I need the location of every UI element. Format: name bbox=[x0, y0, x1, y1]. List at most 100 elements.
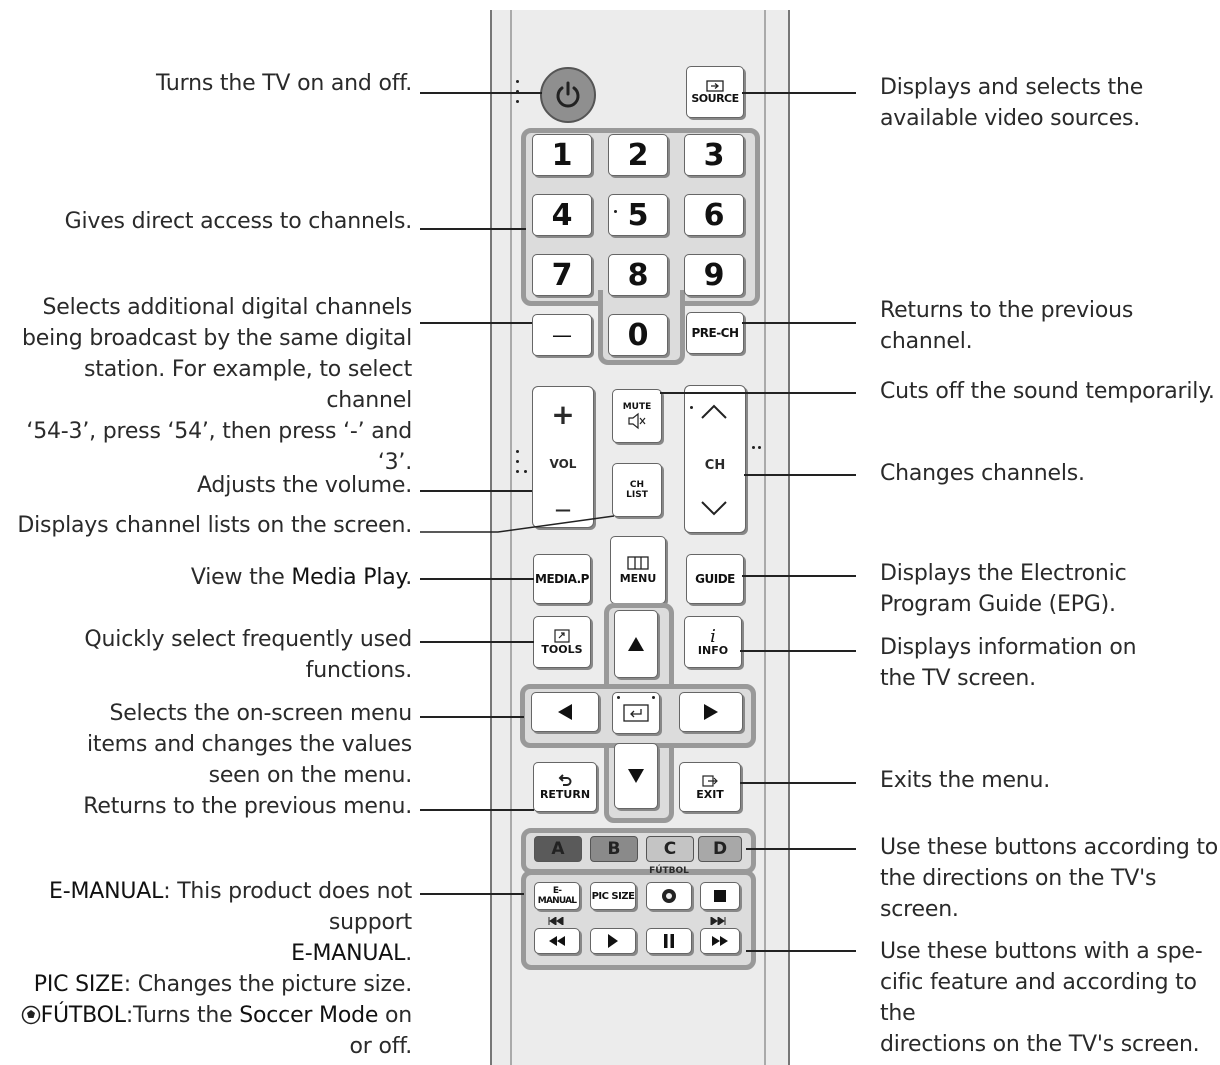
rewind-button[interactable] bbox=[534, 928, 580, 954]
exit-button[interactable]: EXIT bbox=[679, 762, 741, 812]
menu-button[interactable]: MENU bbox=[610, 536, 666, 604]
digit-2-key[interactable]: 2 bbox=[608, 134, 668, 176]
source-button[interactable]: SOURCE bbox=[686, 66, 744, 118]
emanual-annotation-suffix: . bbox=[405, 941, 412, 966]
color-button-b[interactable]: B bbox=[590, 836, 638, 862]
e-manual-button[interactable]: E-MANUAL bbox=[534, 882, 580, 910]
mute-button[interactable]: MUTE bbox=[612, 389, 662, 443]
info-icon: i bbox=[710, 626, 716, 647]
power-annotation-text: Turns the TV on and off. bbox=[156, 71, 412, 96]
dpad-down-button[interactable] bbox=[614, 743, 658, 809]
media-annotation: View the Media Play. bbox=[191, 562, 412, 593]
emanual-annotation-line-2: E-MANUAL. bbox=[0, 938, 412, 969]
media-annotation-suffix: . bbox=[405, 565, 412, 590]
leader-line-numbers bbox=[420, 228, 526, 230]
media-play-button[interactable]: MEDIA.P bbox=[533, 554, 591, 604]
return-icon bbox=[558, 774, 572, 786]
dash-annotation-line-1: Selects additional digital channels bbox=[42, 295, 413, 320]
info-annotation-line-2: the TV screen. bbox=[880, 666, 1036, 691]
mute-annotation-text: Cuts off the sound temporarily. bbox=[880, 379, 1215, 404]
dash-key[interactable]: — bbox=[532, 314, 592, 356]
dpad-left-button[interactable] bbox=[531, 692, 599, 732]
volume-label: VOL bbox=[549, 457, 577, 471]
soccer-ball-icon bbox=[662, 889, 676, 903]
digit-0-key[interactable]: 0 bbox=[608, 314, 668, 356]
source-label: SOURCE bbox=[691, 91, 739, 105]
exit-annotation: Exits the menu. bbox=[880, 765, 1050, 796]
channel-down-icon bbox=[701, 501, 727, 516]
media-controls-annotation-line-1: Use these buttons with a spe- bbox=[880, 939, 1203, 964]
futbol-annotation-text: :Turns the bbox=[125, 1003, 240, 1028]
guide-button[interactable]: GUIDE bbox=[686, 554, 744, 604]
prech-annotation: Returns to the previous channel. bbox=[880, 295, 1220, 357]
source-icon bbox=[706, 79, 724, 92]
volume-dot bbox=[516, 470, 519, 473]
leader-line-guide bbox=[742, 575, 856, 577]
channel-dot bbox=[758, 446, 761, 449]
media-controls-annotation-line-2: cific feature and according to the bbox=[880, 970, 1197, 1026]
digit-6-key[interactable]: 6 bbox=[684, 194, 744, 236]
volume-up-label: + bbox=[551, 398, 575, 431]
media-controls-annotation-line-3: directions on the TV's screen. bbox=[880, 1032, 1200, 1057]
futbol-label: FÚTBOL bbox=[649, 866, 689, 876]
leader-line-color bbox=[746, 848, 856, 850]
remote-rail-right bbox=[764, 10, 766, 1065]
digit-3-key[interactable]: 3 bbox=[684, 134, 744, 176]
futbol-annotation-line-1: FÚTBOL:Turns the Soccer Mode on bbox=[0, 1000, 412, 1031]
leader-line-power bbox=[420, 92, 542, 94]
picsize-annotation-line: PIC SIZE: Changes the picture size. bbox=[0, 969, 412, 1000]
tools-annotation: Quickly select frequently used functions… bbox=[84, 624, 412, 686]
exit-label: EXIT bbox=[696, 788, 724, 801]
play-icon bbox=[608, 934, 618, 948]
digit-8-key[interactable]: 8 bbox=[608, 254, 668, 296]
color-button-d[interactable]: D bbox=[698, 836, 742, 862]
emanual-annotation-label: E-MANUAL bbox=[49, 879, 164, 904]
digit-5-key[interactable]: 5 bbox=[608, 194, 668, 236]
info-button[interactable]: i INFO bbox=[684, 616, 742, 668]
return-annotation-text: Returns to the previous menu. bbox=[83, 794, 412, 819]
dpad-right-button[interactable] bbox=[679, 692, 743, 732]
pre-ch-key[interactable]: PRE-CH bbox=[686, 312, 744, 354]
dpad-enter-button[interactable] bbox=[612, 692, 660, 734]
power-button[interactable] bbox=[540, 67, 596, 123]
tools-button[interactable]: TOOLS bbox=[533, 616, 591, 668]
numbers-annotation-text: Gives direct access to channels. bbox=[64, 209, 413, 234]
digit-5-tactile-dot bbox=[614, 210, 617, 213]
dpad-up-button[interactable] bbox=[614, 610, 658, 678]
color-annotation: Use these buttons according to the direc… bbox=[880, 832, 1220, 925]
soccer-ball-icon bbox=[21, 1005, 40, 1025]
channel-rocker[interactable] bbox=[684, 385, 746, 533]
volume-rocker[interactable] bbox=[532, 386, 594, 528]
fast-forward-button[interactable] bbox=[700, 928, 740, 954]
digit-4-key[interactable]: 4 bbox=[532, 194, 592, 236]
guide-annotation-line-2: Program Guide (EPG). bbox=[880, 592, 1116, 617]
remote-rail-left bbox=[510, 10, 512, 1065]
leader-line-dash bbox=[420, 322, 532, 324]
stop-button[interactable] bbox=[700, 882, 740, 910]
play-button[interactable] bbox=[590, 928, 636, 954]
leader-line-return bbox=[420, 809, 534, 811]
digit-1-key[interactable]: 1 bbox=[532, 134, 592, 176]
color-annotation-line-2: the directions on the TV's screen. bbox=[880, 866, 1157, 922]
color-button-a[interactable]: A bbox=[534, 836, 582, 862]
return-button[interactable]: RETURN bbox=[533, 762, 597, 812]
nav-annotation-line-3: seen on the menu. bbox=[208, 763, 413, 788]
digit-7-key[interactable]: 7 bbox=[532, 254, 592, 296]
return-label: RETURN bbox=[539, 788, 591, 801]
source-annotation-line-1: Displays and selects the bbox=[880, 75, 1144, 100]
futbol-button[interactable] bbox=[646, 882, 692, 910]
arrow-left-icon bbox=[558, 704, 572, 720]
leader-line-tools bbox=[420, 641, 534, 643]
pause-button[interactable] bbox=[646, 928, 692, 954]
ch-list-button[interactable]: CH LIST bbox=[612, 463, 662, 517]
enter-icon bbox=[623, 704, 649, 722]
power-dot bbox=[516, 80, 519, 83]
color-button-c[interactable]: C bbox=[646, 836, 694, 862]
tools-annotation-line-1: Quickly select frequently used bbox=[84, 627, 412, 652]
pic-size-button[interactable]: PIC SIZE bbox=[590, 882, 636, 910]
leader-line-mute bbox=[660, 392, 856, 394]
ch-list-label-2: LIST bbox=[626, 490, 648, 500]
dash-annotation-line-4: ‘54-3’, press ‘54’, then press ‘-’ and ‘… bbox=[26, 419, 412, 475]
digit-9-key[interactable]: 9 bbox=[684, 254, 744, 296]
previous-track-icon bbox=[548, 917, 564, 925]
